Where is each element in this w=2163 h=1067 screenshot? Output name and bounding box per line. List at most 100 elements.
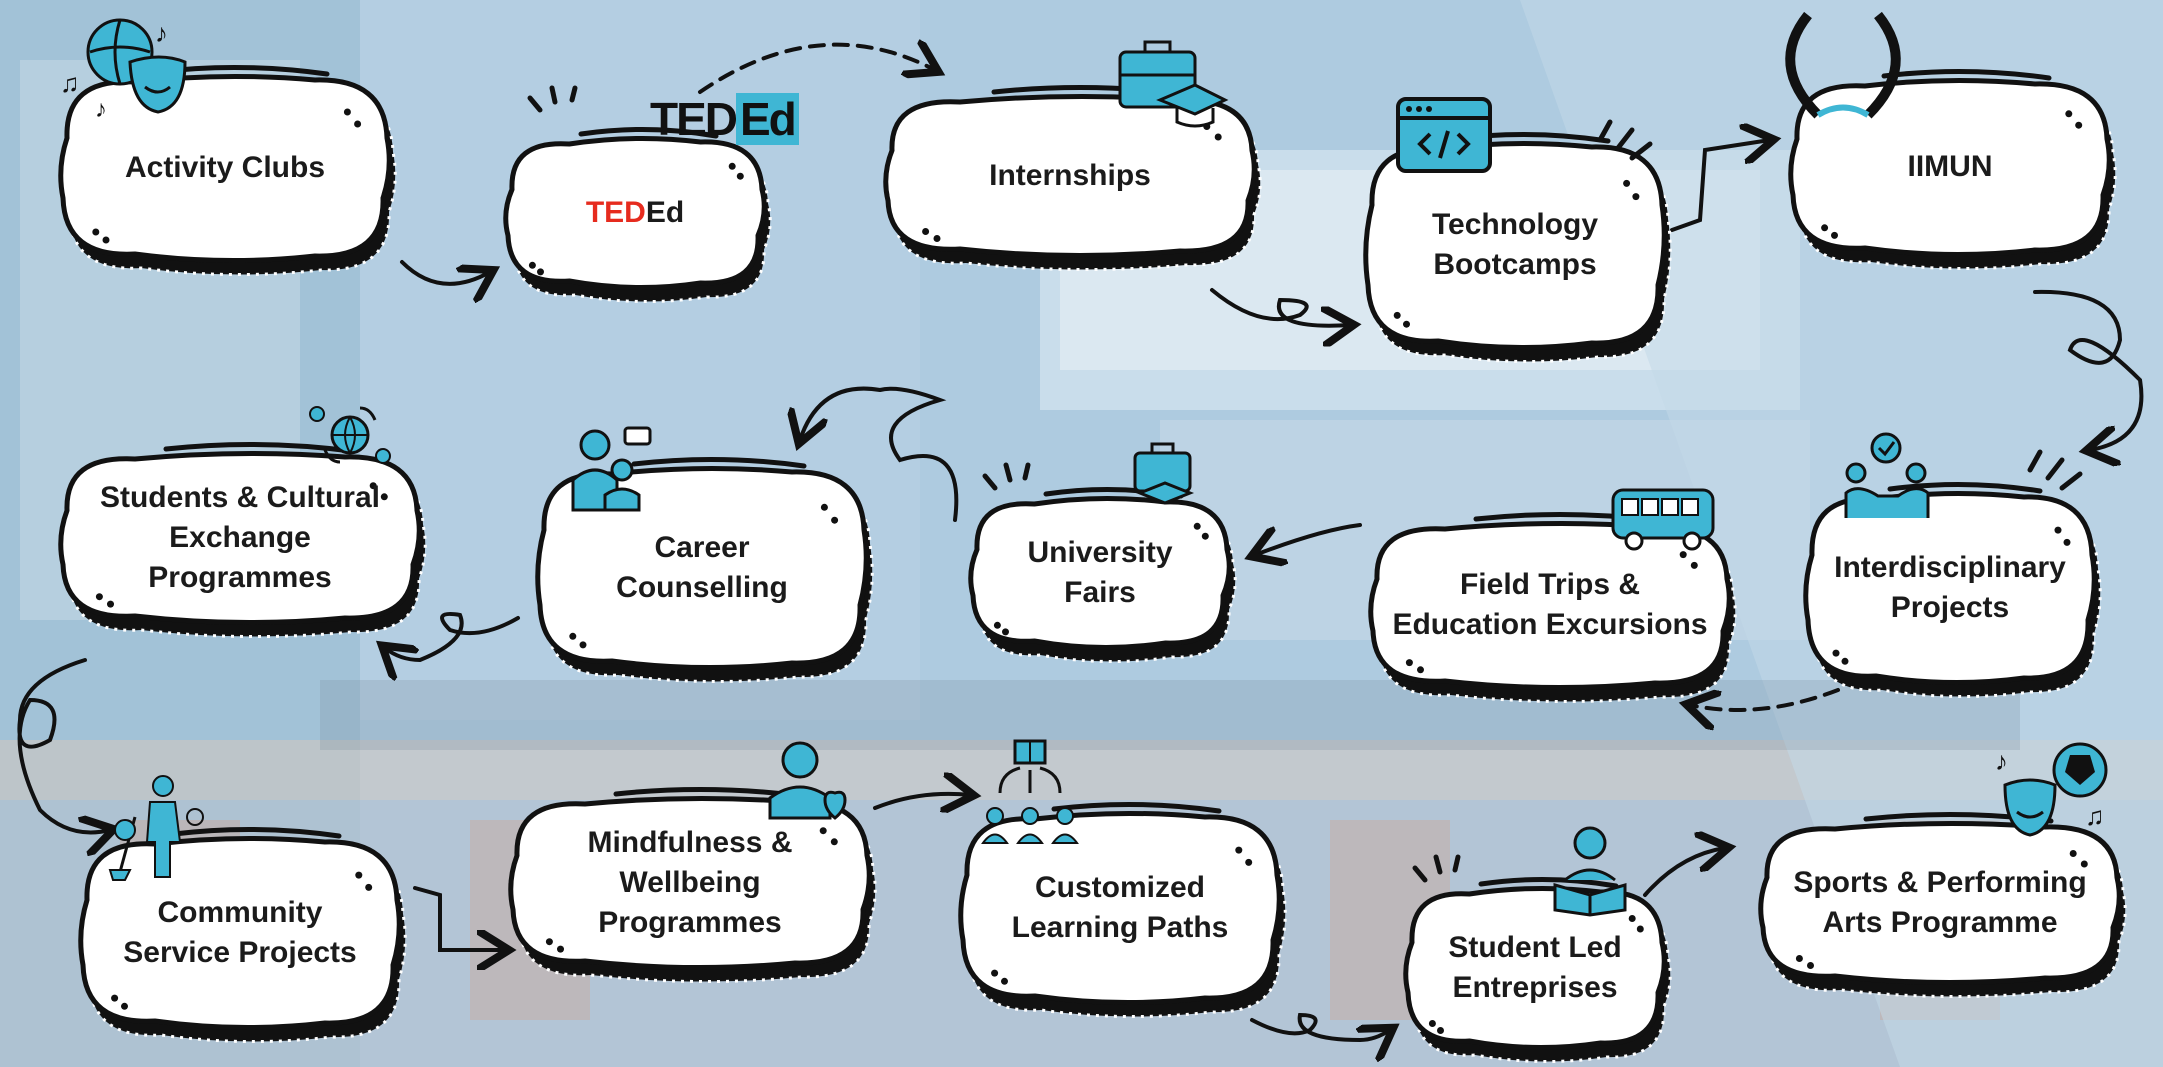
bubble-dot <box>1623 179 1631 187</box>
bubble-top-stroke <box>163 441 354 454</box>
teded-logo-ed: Ed <box>736 93 799 145</box>
label-field-trips: Field Trips & Education Excursions <box>1392 568 1708 641</box>
bubble-top-stroke <box>1881 68 2052 81</box>
bubble-dot <box>991 969 999 977</box>
bubble-top-stroke <box>171 826 342 839</box>
bus-icon <box>1610 485 1720 560</box>
learning-paths-icon <box>980 738 1080 853</box>
label-career-counselling: Career Counselling <box>616 530 788 604</box>
bubble-dot <box>1403 320 1410 328</box>
bubble-dot <box>102 236 110 244</box>
bubble-dot <box>95 593 103 601</box>
bubble-dot <box>1393 311 1401 319</box>
sports-masks-music-icon: ♪ ♫ <box>1995 740 2115 845</box>
bubble-body <box>503 135 767 291</box>
reading-student-icon <box>1545 825 1635 920</box>
node-teded: TEDEd <box>500 126 772 304</box>
bubble-dot <box>2075 121 2083 129</box>
node-iimun: IIMUN <box>1785 68 2117 271</box>
bubble-body <box>78 835 402 1031</box>
bubble-dot <box>728 162 736 170</box>
bubble-dot <box>528 261 536 269</box>
bubble-dot <box>365 883 373 891</box>
bubble-dot <box>1690 561 1698 569</box>
bubble-dot <box>2063 538 2071 546</box>
node-field-trips: Field Trips & Education Excursions <box>1365 511 1737 704</box>
label-iimun: IIMUN <box>1907 150 1993 183</box>
bubble-dot <box>537 268 544 276</box>
node-sports-arts: Sports & Performing Arts Programme <box>1755 811 2127 999</box>
bubble-dot <box>1832 649 1840 657</box>
label-technology-bootcamps: Technology Bootcamps <box>1431 208 1599 281</box>
bubble-top-stroke <box>1478 876 1619 889</box>
bubble-hatch <box>1765 835 2127 999</box>
node-university-fairs: University Fairs <box>965 486 1237 664</box>
label-internships: Internships <box>989 158 1151 192</box>
label-customized-learning: Customized Learning Paths <box>1011 870 1229 944</box>
node-student-led: Student Led Entreprises <box>1400 876 1672 1064</box>
wellbeing-person-heart-icon <box>765 738 855 833</box>
bubble-dot <box>819 827 827 835</box>
bubble-top-stroke <box>578 126 719 139</box>
node-customized-learning: Customized Learning Paths <box>955 801 1287 1019</box>
bubble-dot <box>933 235 941 242</box>
svg-text:♫: ♫ <box>2085 801 2105 831</box>
bubble-dot <box>831 516 839 524</box>
bubble-dot <box>121 1002 128 1010</box>
bubble-dot <box>2065 110 2073 118</box>
theatre-masks-music-icon: ♫ ♪ ♪ <box>60 12 200 132</box>
node-community-service: Community Service Projects <box>75 826 407 1044</box>
label-university-fairs: University Fairs <box>1027 535 1173 609</box>
bubble-dot <box>1417 666 1424 674</box>
node-internships: Internships <box>880 84 1262 272</box>
label-student-led: Student Led Entreprises <box>1448 930 1622 1004</box>
bubble-dot <box>1821 224 1829 232</box>
node-students-cultural-exchange: Students & Cultural Exchange Programmes <box>55 441 427 639</box>
briefcase-graduation-icon <box>1115 30 1229 140</box>
code-window-icon <box>1395 96 1495 181</box>
briefcase-cap-icon <box>1130 435 1200 515</box>
bubble-dot <box>922 228 930 235</box>
bubble-dot <box>1405 659 1413 667</box>
bubble-dot <box>545 938 553 946</box>
node-career-counselling: Career Counselling <box>532 456 874 684</box>
bubble-dot <box>1193 522 1201 530</box>
bubble-dot <box>1807 962 1814 969</box>
node-interdisciplinary-projects: Interdisciplinary Projects <box>1800 481 2102 699</box>
bubble-dot <box>1437 1027 1444 1034</box>
bubble-dot <box>1235 846 1243 854</box>
bubble-dot <box>111 994 119 1002</box>
bubble-body <box>958 810 1282 1006</box>
bubble-dot <box>92 228 100 236</box>
global-exchange-icon <box>305 400 395 475</box>
label-teded-ted: TED <box>585 195 646 229</box>
bubble-dot <box>355 871 363 879</box>
teded-logo: TEDEd <box>650 92 799 146</box>
bubble-dot <box>1201 532 1209 540</box>
bubble-dot <box>1636 925 1644 933</box>
bubble-body <box>535 465 869 671</box>
counsellor-icon <box>570 425 655 520</box>
label-sports-arts: Sports & Performing Arts Programme <box>1793 865 2087 939</box>
svg-text:♪: ♪ <box>155 18 168 48</box>
bubble-top-stroke <box>1051 801 1222 814</box>
bubble-body <box>1788 77 2112 258</box>
label-community-service: Community Service Projects <box>123 895 357 969</box>
bubble-body <box>1803 490 2097 686</box>
bubble-dot <box>557 945 564 953</box>
bubble-dot <box>1214 133 1222 141</box>
bubble-top-stroke <box>1887 481 2043 494</box>
bubble-dot <box>354 120 362 128</box>
bubble-hatch <box>890 108 1262 272</box>
bubble-dot <box>380 493 388 501</box>
bubble-hatch <box>975 510 1237 664</box>
bubble-dot <box>343 108 351 116</box>
bubble-dot <box>993 621 1001 629</box>
bubble-dot <box>1428 1020 1436 1027</box>
bubble-dot <box>1795 955 1803 962</box>
label-activity-clubs: Activity Clubs <box>124 151 326 184</box>
bubble-dot <box>1002 628 1009 636</box>
bubble-dot <box>1831 231 1838 239</box>
label-mindfulness: Mindfulness & Wellbeing Programmes <box>587 825 793 939</box>
